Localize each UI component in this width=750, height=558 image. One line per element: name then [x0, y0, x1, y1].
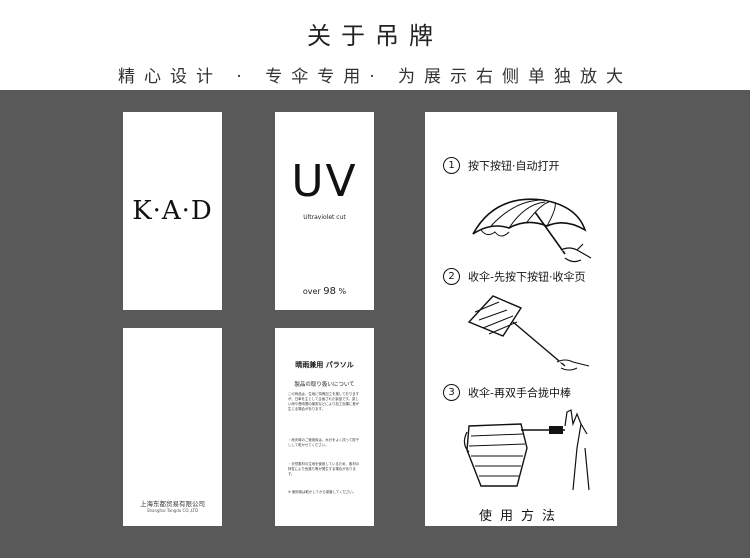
umbrella-open-icon	[472, 198, 592, 263]
care-paragraph-1: この商品は、生地に特殊加工を施しておりますが、日傘を主として企画された製品です。…	[288, 392, 360, 411]
uv-subtitle: Ultraviolet cut	[303, 214, 346, 221]
umbrella-folding-icon	[467, 295, 590, 371]
step-1: 1 按下按钮·自动打开	[443, 157, 560, 174]
care-paragraph-3: ・天然素材の生地を使用しているため、素材の特性により色落ち等が発生する場合があり…	[288, 462, 360, 476]
step-2-number: 2	[443, 268, 460, 285]
uv-rate: over 98 %	[275, 286, 374, 297]
step-3-text: 收伞-再双手合拢中棒	[468, 386, 571, 400]
page-title: 关于吊牌	[307, 22, 443, 50]
step-1-text: 按下按钮·自动打开	[468, 159, 560, 173]
uv-rate-prefix: over	[302, 287, 321, 296]
umbrella-closing-icon	[463, 409, 590, 490]
care-title: 晴雨兼用 パラソル	[295, 361, 354, 369]
display-stage	[0, 90, 750, 558]
step-2: 2 收伞-先按下按钮·收伞页	[443, 268, 585, 285]
page-subtitle: 精心设计 · 专伞专用· 为展示右侧单独放大	[117, 67, 633, 87]
company-name: 上海东都贸易有限公司	[140, 500, 205, 508]
uv-title: UV	[291, 156, 358, 207]
header: 关于吊牌 精心设计 · 专伞专用· 为展示右侧单独放大	[0, 0, 750, 90]
tag-care: 晴雨兼用 パラソル 製品の取り扱いについて この商品は、生地に特殊加工を施してお…	[275, 328, 374, 526]
care-paragraph-4: ※ 使用後は乾かしてから保管してください。	[288, 490, 357, 494]
care-subtitle: 製品の取り扱いについて	[294, 382, 355, 388]
step-2-text: 收伞-先按下按钮·收伞页	[468, 270, 586, 284]
step-3: 3 收伞-再双手合拢中棒	[443, 384, 571, 401]
step-3-number: 3	[443, 384, 460, 401]
tag-uv: UV Ultraviolet cut over 98 %	[275, 112, 374, 310]
care-paragraph-2: ・雨天時のご使用後は、水分をよく拭って陰干しして乾かせてください。	[288, 438, 360, 447]
tag-brand: K·A·D	[123, 112, 222, 310]
step-1-number: 1	[443, 157, 460, 174]
company-name-en: Shanghai Tongdu CO.,LTD	[146, 508, 199, 513]
uv-rate-unit: %	[338, 287, 347, 296]
tag-company: 上海东都贸易有限公司 Shanghai Tongdu CO.,LTD	[123, 328, 222, 526]
brand-logo-text: K·A·D	[132, 196, 213, 226]
uv-rate-value: 98	[323, 286, 336, 297]
tag-instructions: 1 按下按钮·自动打开 2 收伞-先按下按钮·收伞页 3 收伞-再双手合拢中棒 使用方…	[425, 112, 617, 526]
usage-title: 使用方法	[478, 509, 563, 524]
